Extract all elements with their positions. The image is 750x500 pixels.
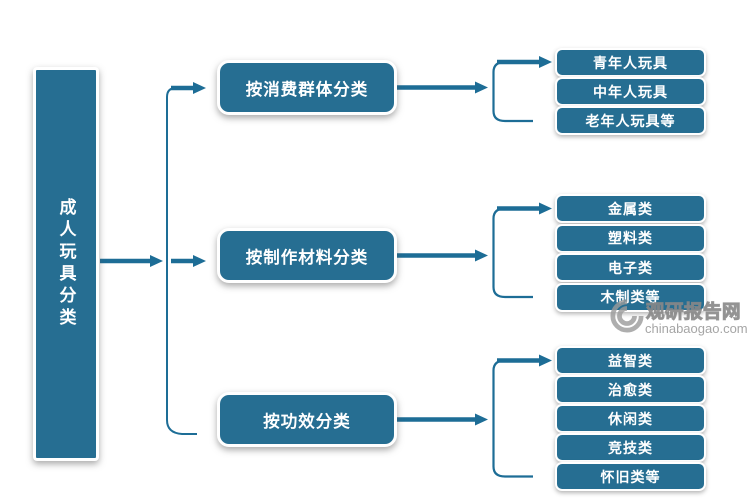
branch-node-consumer-group: 按消费群体分类 <box>217 60 397 115</box>
leaf-label: 怀旧类等 <box>600 468 661 485</box>
leaf-label: 治愈类 <box>608 381 653 398</box>
leaf-label: 中年人玩具 <box>593 83 668 100</box>
leaf-node: 木制类等 <box>555 282 706 312</box>
bracket-group-2 <box>492 207 533 299</box>
leaf-node: 塑料类 <box>555 223 706 253</box>
root-label: 成人玩具分类 <box>56 198 76 330</box>
leaf-label: 金属类 <box>608 200 653 217</box>
leaf-node: 益智类 <box>555 346 706 375</box>
watermark: 观研报告网 chinabaogao.com <box>610 297 750 339</box>
swirl-globe-icon <box>610 299 644 333</box>
leaf-node: 老年人玩具等 <box>555 106 706 135</box>
branch-label: 按功效分类 <box>263 412 351 431</box>
branch-label: 按消费群体分类 <box>245 80 369 99</box>
branch-node-material: 按制作材料分类 <box>217 228 397 283</box>
leaf-label: 青年人玩具 <box>593 54 668 71</box>
branch-node-function: 按功效分类 <box>217 392 397 447</box>
leaf-label: 老年人玩具等 <box>585 112 676 129</box>
leaf-node: 中年人玩具 <box>555 77 706 106</box>
leaf-label: 休闲类 <box>608 410 653 427</box>
watermark-site-name: 观研报告网 <box>645 301 742 323</box>
leaf-node: 青年人玩具 <box>555 48 706 77</box>
leaf-label: 竞技类 <box>608 439 653 456</box>
root-node: 成人玩具分类 <box>33 67 99 461</box>
leaf-label: 塑料类 <box>608 230 653 246</box>
leaf-node: 竞技类 <box>555 433 706 462</box>
leaf-node: 怀旧类等 <box>555 462 706 491</box>
leaf-label: 益智类 <box>608 352 653 369</box>
watermark-site-url: chinabaogao.com <box>645 321 748 336</box>
leaf-node: 电子类 <box>555 253 706 282</box>
leaf-label: 电子类 <box>608 259 653 276</box>
leaf-node: 休闲类 <box>555 404 706 433</box>
leaf-node: 金属类 <box>555 194 706 223</box>
bracket-group-3 <box>492 359 533 478</box>
leaf-label: 木制类等 <box>600 289 661 305</box>
bracket-group-1 <box>492 60 533 123</box>
branch-label: 按制作材料分类 <box>245 248 369 267</box>
leaf-node: 治愈类 <box>555 375 706 404</box>
